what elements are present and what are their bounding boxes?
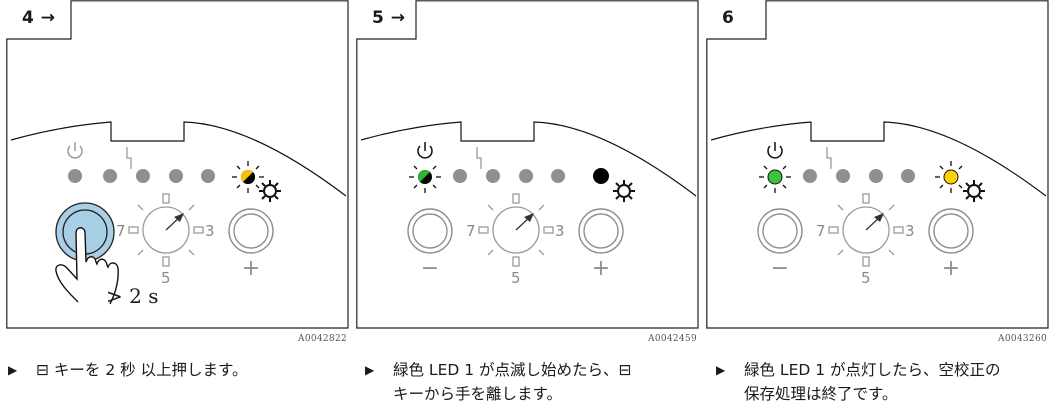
yellow-led-on-icon <box>935 161 963 193</box>
caption-text: 緑色 LED 1 が点滅し始めたら、⊟ キーから手を離します。 <box>393 361 632 403</box>
plus-key[interactable] <box>228 208 274 254</box>
panel-frame <box>356 0 699 329</box>
led-4 <box>869 169 883 183</box>
dial-label-5: 5 <box>861 269 871 287</box>
step-6-panel: − 7 3 5 + 6 A0043260 <box>706 0 1049 344</box>
device-outline <box>10 121 347 197</box>
step-label: 5 → <box>372 8 406 28</box>
led-5 <box>551 169 565 183</box>
settings-icon <box>963 180 985 202</box>
settings-icon <box>259 180 281 202</box>
caption-text: 緑色 LED 1 が点灯したら、空校正の保存処理は終了です。 <box>744 361 1001 403</box>
led-4 <box>169 169 183 183</box>
bullet-icon: ▶ <box>716 363 726 377</box>
step-5-illustration: − 7 3 5 + <box>356 0 699 329</box>
blinking-green-led-icon <box>409 165 441 193</box>
rotary-dial[interactable] <box>828 193 904 267</box>
minus-key[interactable] <box>757 208 803 254</box>
step-label: 6 <box>722 8 735 28</box>
image-id: A0042459 <box>648 334 697 344</box>
dial-label-3: 3 <box>905 222 915 240</box>
press-duration-label: > 2 s <box>106 284 159 308</box>
step-4-panel: 7 3 5 + > 2 s 4 → A0042822 <box>6 0 349 344</box>
panel-frame <box>6 0 349 329</box>
step-6-illustration: − 7 3 5 + <box>706 0 1049 329</box>
caption-text: ⊟ キーを 2 秒 以上押します。 <box>36 361 248 379</box>
plus-key[interactable] <box>578 208 624 254</box>
led-4 <box>519 169 533 183</box>
led-1 <box>68 169 82 183</box>
power-icon <box>767 142 783 159</box>
hand-icon <box>55 227 119 305</box>
lightning-icon <box>126 147 132 169</box>
blinking-led-icon <box>232 161 264 193</box>
step-5-panel: − 7 3 5 + 5 → A0042459 <box>356 0 699 344</box>
step-label: 4 → <box>22 8 56 28</box>
power-icon <box>417 142 433 159</box>
dial-label-5: 5 <box>511 269 521 287</box>
dial-label-7: 7 <box>466 222 476 240</box>
minus-symbol: − <box>771 256 789 281</box>
rotary-dial[interactable] <box>128 193 204 267</box>
dial-label-3: 3 <box>555 222 565 240</box>
power-icon <box>67 142 83 159</box>
led-5 <box>201 169 215 183</box>
led-2 <box>103 169 117 183</box>
bullet-icon: ▶ <box>365 363 375 377</box>
plus-symbol: + <box>942 256 960 281</box>
led-3 <box>136 169 150 183</box>
bullet-icon: ▶ <box>8 363 18 377</box>
dial-label-3: 3 <box>205 222 215 240</box>
led-3 <box>836 169 850 183</box>
device-outline <box>710 121 1047 197</box>
panel-frame <box>706 0 1049 329</box>
dial-label-5: 5 <box>161 269 171 287</box>
led-2 <box>803 169 817 183</box>
led-3 <box>486 169 500 183</box>
dial-label-7: 7 <box>816 222 826 240</box>
plus-key[interactable] <box>928 208 974 254</box>
minus-key[interactable] <box>407 208 453 254</box>
black-led <box>593 168 609 184</box>
led-2 <box>453 169 467 183</box>
plus-symbol: + <box>592 256 610 281</box>
image-id: A0042822 <box>298 334 347 344</box>
dial-label-7: 7 <box>116 222 126 240</box>
led-5 <box>901 169 915 183</box>
lightning-icon <box>476 147 482 169</box>
image-id: A0043260 <box>998 334 1047 344</box>
green-led-on-icon <box>759 165 791 193</box>
minus-symbol: − <box>421 256 439 281</box>
plus-symbol: + <box>242 256 260 281</box>
step-4-illustration: 7 3 5 + <box>6 0 349 329</box>
settings-icon <box>613 180 635 202</box>
device-outline <box>360 121 697 197</box>
rotary-dial[interactable] <box>478 193 554 267</box>
lightning-icon <box>826 147 832 169</box>
